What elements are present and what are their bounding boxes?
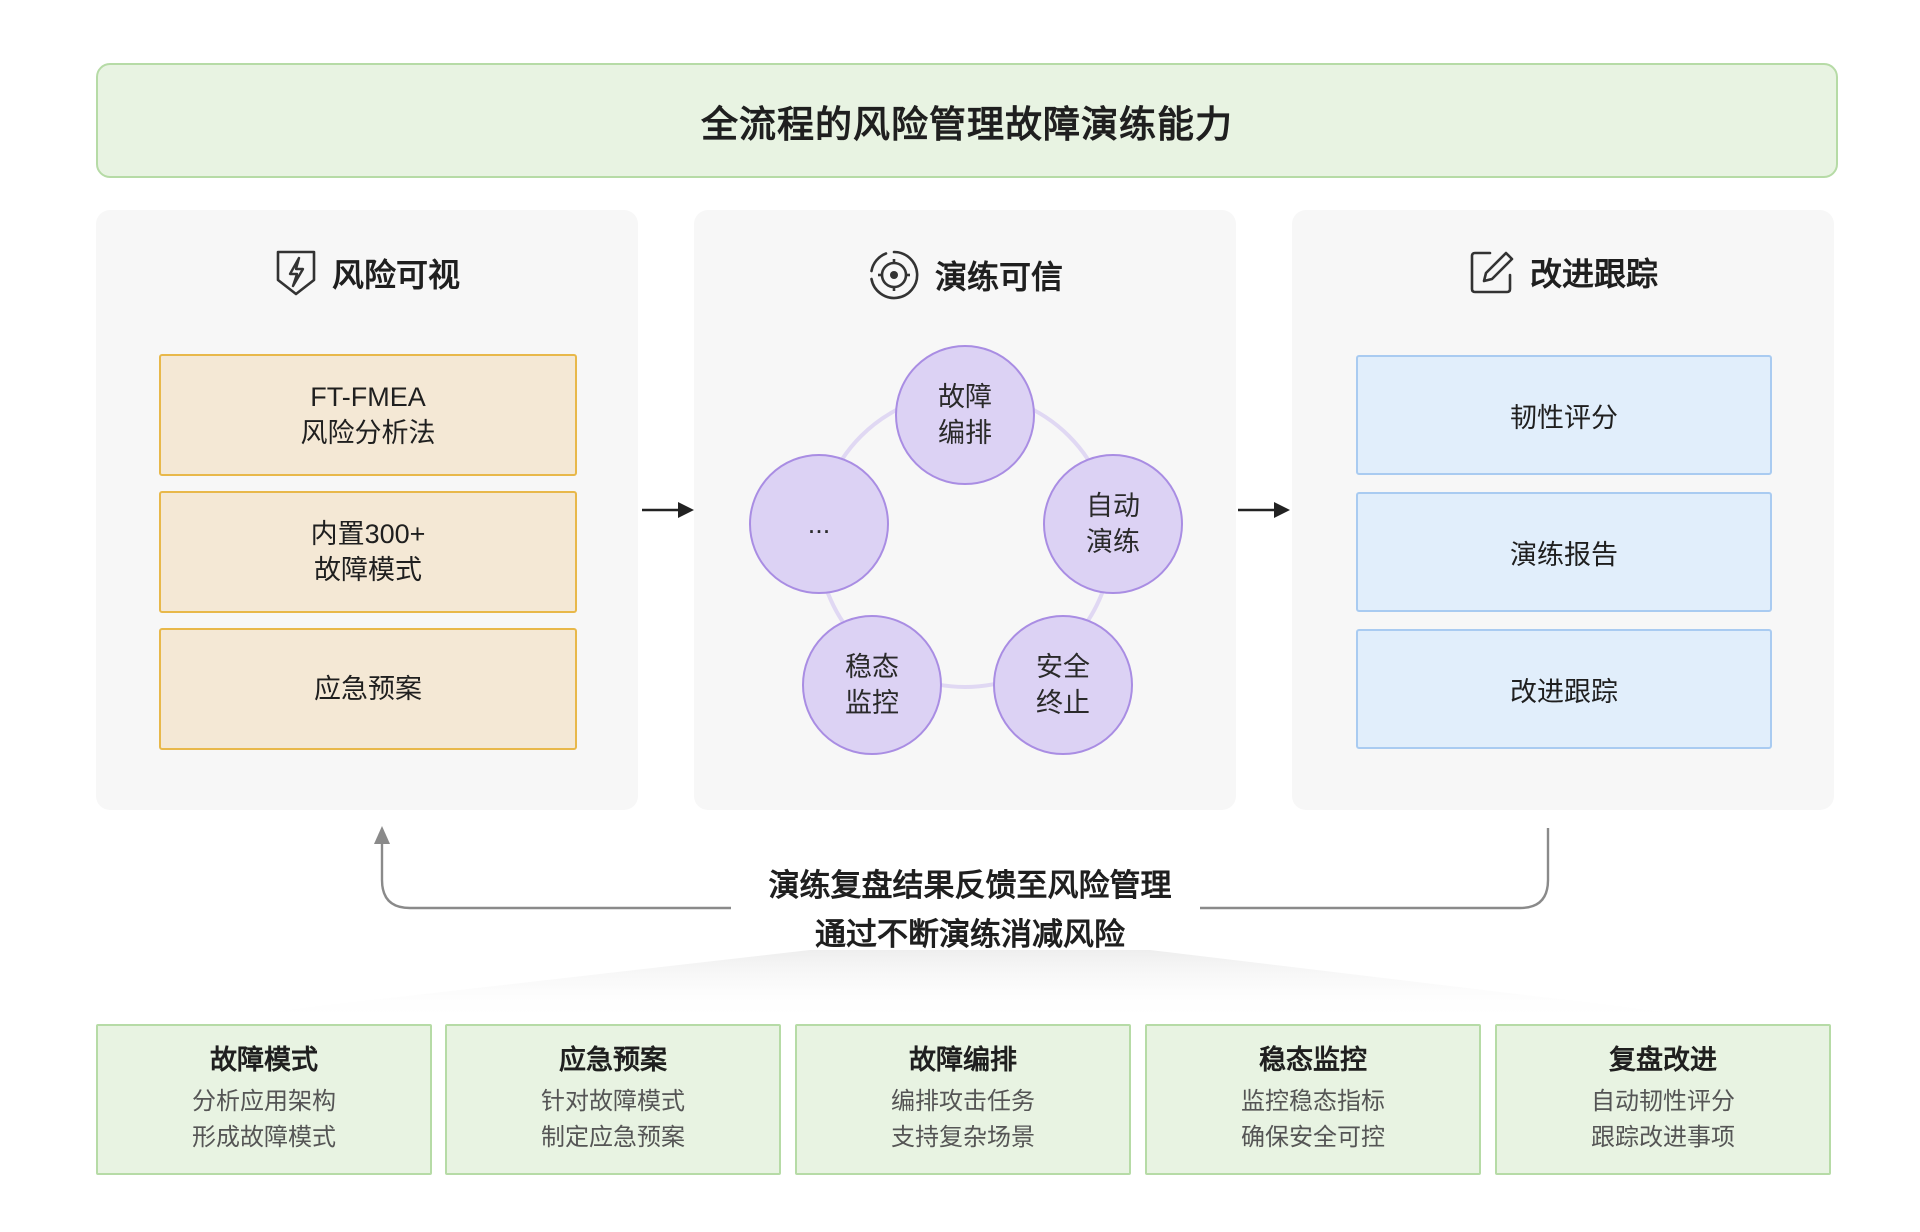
shield-lightning-icon [274, 248, 318, 298]
cycle-node-line1: ... [807, 509, 831, 539]
cycle-node-auto-drill: 自动 演练 [1043, 454, 1183, 594]
card-desc-line2: 跟踪改进事项 [1591, 1124, 1735, 1151]
card-steady-monitor: 稳态监控 监控稳态指标 确保安全可控 [1145, 1024, 1481, 1175]
risk-item-fault-modes: 内置300+ 故障模式 [159, 491, 577, 613]
card-title: 故障编排 [909, 1045, 1017, 1075]
panel-header-label: 改进跟踪 [1529, 256, 1658, 292]
risk-item-line2: 故障模式 [314, 555, 422, 585]
panel-header-label: 风险可视 [331, 257, 460, 293]
cycle-node-line2: 编排 [938, 418, 992, 448]
feedback-line2: 通过不断演练消减风险 [815, 917, 1125, 952]
card-desc-line1: 自动韧性评分 [1591, 1088, 1735, 1115]
panel-header-drill: 演练可信 [694, 248, 1236, 302]
panel-header-risk: 风险可视 [96, 248, 638, 298]
arrow-right-2 [1238, 502, 1290, 518]
card-title: 应急预案 [559, 1045, 667, 1075]
feedback-fan [180, 950, 1750, 1022]
cycle-node-line1: 安全 [1036, 652, 1090, 682]
feedback-line1: 演练复盘结果反馈至风险管理 [768, 868, 1172, 903]
card-fault-modes: 故障模式 分析应用架构 形成故障模式 [96, 1024, 432, 1175]
cycle-node-fault-orchestration: 故障 编排 [895, 345, 1035, 485]
risk-item-line1: FT-FMEA [310, 382, 426, 412]
cycle-node-line2: 监控 [845, 688, 899, 718]
cycle-node-steady-monitor: 稳态 监控 [802, 615, 942, 755]
card-desc-line1: 针对故障模式 [541, 1088, 685, 1115]
cycle-node-more: ... [749, 454, 889, 594]
target-icon [867, 248, 921, 302]
risk-item-line1: 应急预案 [314, 674, 422, 704]
card-desc-line1: 监控稳态指标 [1241, 1088, 1385, 1115]
card-desc: 编排攻击任务 支持复杂场景 [797, 1084, 1129, 1156]
cycle-node-line1: 故障 [938, 382, 992, 412]
improve-item-drill-report: 演练报告 [1356, 492, 1772, 612]
improve-item-tracking: 改进跟踪 [1356, 629, 1772, 749]
card-title: 复盘改进 [1609, 1045, 1717, 1075]
card-title: 稳态监控 [1259, 1045, 1367, 1075]
risk-item-emergency-plan: 应急预案 [159, 628, 577, 750]
risk-item-ft-fmea: FT-FMEA 风险分析法 [159, 354, 577, 476]
card-desc-line2: 支持复杂场景 [891, 1124, 1035, 1151]
card-title: 故障模式 [210, 1045, 318, 1075]
panel-header-label: 演练可信 [934, 259, 1063, 295]
cycle-node-line1: 自动 [1086, 491, 1140, 521]
improve-item-resilience-score: 韧性评分 [1356, 355, 1772, 475]
cycle-node-line2: 终止 [1036, 688, 1090, 718]
panel-drill-trust: 演练可信 故障 编排 自动 演练 安全 终止 稳态 监控 ... [694, 210, 1236, 810]
card-desc-line2: 确保安全可控 [1241, 1124, 1385, 1151]
panel-improvement-tracking: 改进跟踪 韧性评分 演练报告 改进跟踪 [1292, 210, 1834, 810]
card-desc-line1: 分析应用架构 [192, 1088, 336, 1115]
diagram-title: 全流程的风险管理故障演练能力 [96, 63, 1838, 178]
risk-item-line2: 风险分析法 [300, 418, 436, 448]
card-desc: 针对故障模式 制定应急预案 [447, 1084, 779, 1156]
cycle-node-line1: 稳态 [845, 652, 899, 682]
card-desc-line2: 制定应急预案 [541, 1124, 685, 1151]
card-emergency-plan: 应急预案 针对故障模式 制定应急预案 [445, 1024, 781, 1175]
card-desc: 分析应用架构 形成故障模式 [98, 1084, 430, 1156]
card-desc-line2: 形成故障模式 [192, 1124, 336, 1151]
card-review-improve: 复盘改进 自动韧性评分 跟踪改进事项 [1495, 1024, 1831, 1175]
feedback-line-right [1200, 828, 1550, 910]
card-desc: 自动韧性评分 跟踪改进事项 [1497, 1084, 1829, 1156]
panel-header-improve: 改进跟踪 [1292, 248, 1834, 296]
cycle-node-line2: 演练 [1086, 527, 1140, 557]
feedback-text: 演练复盘结果反馈至风险管理 通过不断演练消减风险 [720, 861, 1220, 959]
edit-icon [1468, 248, 1516, 296]
cycle-node-safe-stop: 安全 终止 [993, 615, 1133, 755]
card-desc: 监控稳态指标 确保安全可控 [1147, 1084, 1479, 1156]
card-desc-line1: 编排攻击任务 [891, 1088, 1035, 1115]
risk-item-line1: 内置300+ [310, 519, 426, 549]
panel-risk-visibility: 风险可视 FT-FMEA 风险分析法 内置300+ 故障模式 应急预案 [96, 210, 638, 810]
arrow-right-1 [642, 502, 694, 518]
feedback-arrow-up [374, 826, 390, 844]
card-fault-orchestration: 故障编排 编排攻击任务 支持复杂场景 [795, 1024, 1131, 1175]
feedback-line-left [380, 842, 731, 910]
